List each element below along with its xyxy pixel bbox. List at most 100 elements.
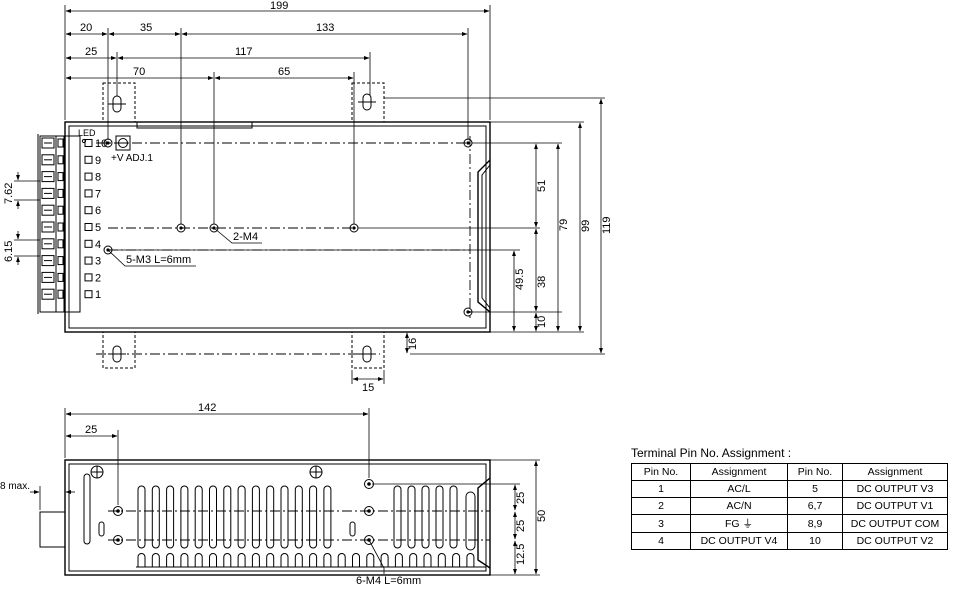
pitch-dimensions: [14, 172, 40, 265]
terminal-number: 7: [95, 188, 101, 200]
led-label: LED: [78, 128, 96, 138]
dim-50: 50: [536, 510, 548, 522]
pin-assignment-section: Terminal Pin No. Assignment : Pin No. As…: [631, 446, 948, 550]
dim-25-side-a: 25: [515, 492, 527, 504]
vent-slot: [237, 485, 246, 549]
terminal-number: 6: [95, 205, 101, 217]
table-row: 3 FG ⏚ 8,9 DC OUTPUT COM: [631, 514, 948, 533]
dim-7-62: 7.62: [3, 183, 15, 204]
bottom-vent: [466, 553, 475, 567]
vadj-potentiometer: [115, 135, 131, 151]
table-cell: DC OUTPUT V4: [690, 532, 788, 550]
vent-slot: [251, 485, 260, 549]
table-cell: DC OUTPUT COM: [842, 514, 948, 533]
bottom-vent: [251, 553, 260, 567]
dim-79: 79: [558, 219, 570, 231]
terminal-10: 10: [41, 137, 107, 150]
dim-133: 133: [316, 22, 334, 34]
terminal-5: 5: [41, 221, 101, 234]
vent-slot: [309, 485, 318, 549]
bottom-vent: [437, 553, 446, 567]
terminal-marker: [84, 239, 93, 248]
bottom-vent: [337, 553, 346, 567]
dimension-lines-top: [64, 5, 491, 224]
pin-assignment-table: Pin No. Assignment Pin No. Assignment 1 …: [631, 463, 948, 550]
dim-65: 65: [278, 66, 290, 78]
dim-16: 16: [407, 338, 419, 350]
vadj-label: +V ADJ.1: [111, 153, 153, 164]
table-cell: 6,7: [787, 497, 843, 515]
header-assignment-1: Assignment: [690, 463, 788, 481]
vent-slot: [194, 485, 203, 549]
vent-slot: [449, 485, 458, 549]
terminal-7: 7: [41, 187, 101, 200]
table-cell: DC OUTPUT V3: [842, 480, 948, 498]
terminal-marker: [84, 139, 93, 147]
side-connector: [39, 511, 66, 548]
terminal-number: 8: [95, 172, 101, 184]
terminal-number: 3: [95, 256, 101, 268]
side-screw: [309, 465, 323, 479]
bottom-vent: [194, 553, 203, 567]
terminal-marker: [84, 223, 93, 231]
bottom-vent: [151, 553, 160, 567]
pin-table-title: Terminal Pin No. Assignment :: [631, 446, 792, 460]
vent-slot: [294, 485, 303, 549]
table-row: 4 DC OUTPUT V4 10 DC OUTPUT V2: [631, 532, 948, 550]
led-indicator: [81, 138, 87, 144]
terminal-marker: [84, 189, 93, 198]
terminal-1: 1: [41, 288, 101, 301]
header-pin-no-2: Pin No.: [787, 463, 843, 481]
ventilation-slots: [137, 485, 476, 551]
callout-6-m4: 6-M4 L=6mm: [356, 575, 421, 587]
terminal-3: 3: [41, 255, 101, 268]
terminal-block: [37, 134, 81, 314]
table-cell: AC/N: [690, 497, 788, 515]
bottom-vent: [166, 553, 175, 567]
side-view: 6-M4 L=6mm 142 25 8 max. 25 25 12.5 5: [0, 402, 548, 587]
terminal-number: 5: [95, 222, 101, 234]
terminal-2: 2: [41, 271, 101, 284]
vent-slot: [151, 485, 160, 549]
bottom-vent: [237, 553, 246, 567]
table-cell: 10: [787, 532, 843, 550]
terminal-marker: [84, 256, 93, 265]
dim-142: 142: [198, 402, 216, 414]
bottom-vent: [309, 553, 318, 567]
terminal-number: 1: [95, 289, 101, 301]
bottom-vent: [352, 553, 360, 567]
vent-slot: [435, 485, 444, 549]
header-assignment-2: Assignment: [842, 463, 948, 481]
terminal-6: 6: [41, 204, 101, 217]
bottom-vent: [294, 553, 303, 567]
dim-49-5: 49.5: [514, 269, 526, 290]
table-cell: FG ⏚: [690, 514, 788, 533]
dim-51: 51: [536, 180, 548, 192]
table-cell: DC OUTPUT V1: [842, 497, 948, 515]
dimension-lines-right: [112, 97, 605, 384]
bottom-vent: [223, 553, 232, 567]
callout-2-m4: 2-M4: [233, 231, 258, 243]
callout-5-m3: 5-M3 L=6mm: [126, 254, 191, 266]
table-cell: 5: [787, 480, 843, 498]
bottom-vent: [137, 553, 146, 567]
vent-slot: [209, 485, 217, 549]
dim-8-max: 8 max.: [0, 481, 30, 492]
terminal-8: 8: [41, 171, 101, 184]
dim-199: 199: [270, 0, 288, 12]
terminal-9: 9: [41, 154, 101, 167]
terminal-4: 4: [41, 238, 101, 251]
vent-slot: [280, 485, 289, 549]
terminal-marker: [84, 206, 93, 215]
bottom-vent: [452, 553, 461, 567]
table-cell: DC OUTPUT V2: [842, 532, 948, 550]
dim-99: 99: [580, 220, 592, 232]
terminal-marker: [84, 273, 93, 282]
table-cell: 4: [631, 532, 691, 550]
terminal-number: 10: [95, 138, 107, 150]
vent-slot: [323, 485, 332, 549]
bottom-vent: [180, 553, 189, 567]
dimension-lines-side: [30, 408, 540, 576]
table-cell: 2: [631, 497, 691, 515]
